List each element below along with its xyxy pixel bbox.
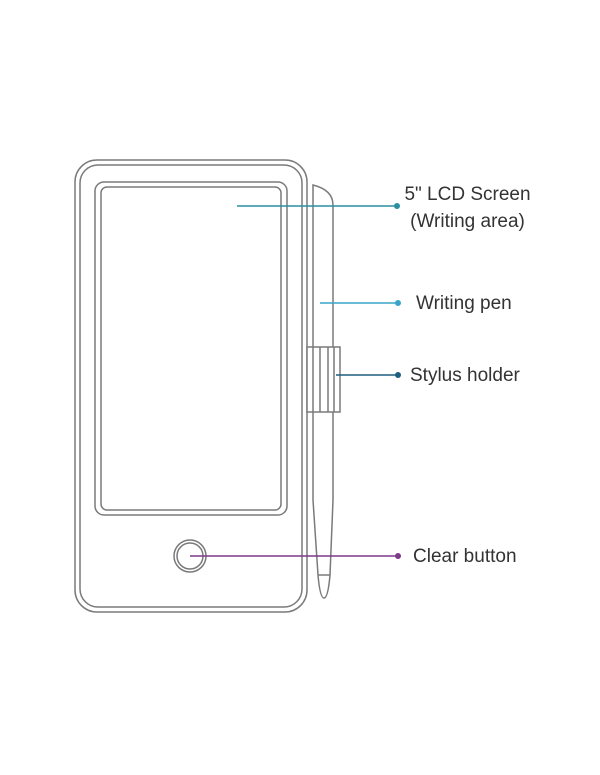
device-body-outer bbox=[74, 159, 308, 613]
clear-callout-dot bbox=[395, 553, 401, 559]
screen-label-line2: (Writing area) bbox=[410, 211, 525, 232]
pen-callout-dot bbox=[395, 300, 401, 306]
clear-label: Clear button bbox=[413, 546, 517, 567]
screen-callout-dot bbox=[394, 203, 400, 209]
lcd-screen-frame bbox=[94, 181, 288, 516]
stylus-holder-ridges bbox=[312, 347, 335, 412]
device-body-inner bbox=[79, 164, 303, 608]
screen-label: 5" LCD Screen (Writing area) bbox=[400, 183, 535, 234]
holder-callout-dot bbox=[395, 372, 401, 378]
writing-pen bbox=[312, 184, 334, 599]
stylus-holder bbox=[306, 346, 341, 413]
lcd-screen bbox=[100, 186, 282, 511]
pen-label: Writing pen bbox=[416, 293, 512, 314]
screen-label-line1: 5" LCD Screen bbox=[404, 184, 531, 205]
holder-label: Stylus holder bbox=[410, 365, 520, 386]
